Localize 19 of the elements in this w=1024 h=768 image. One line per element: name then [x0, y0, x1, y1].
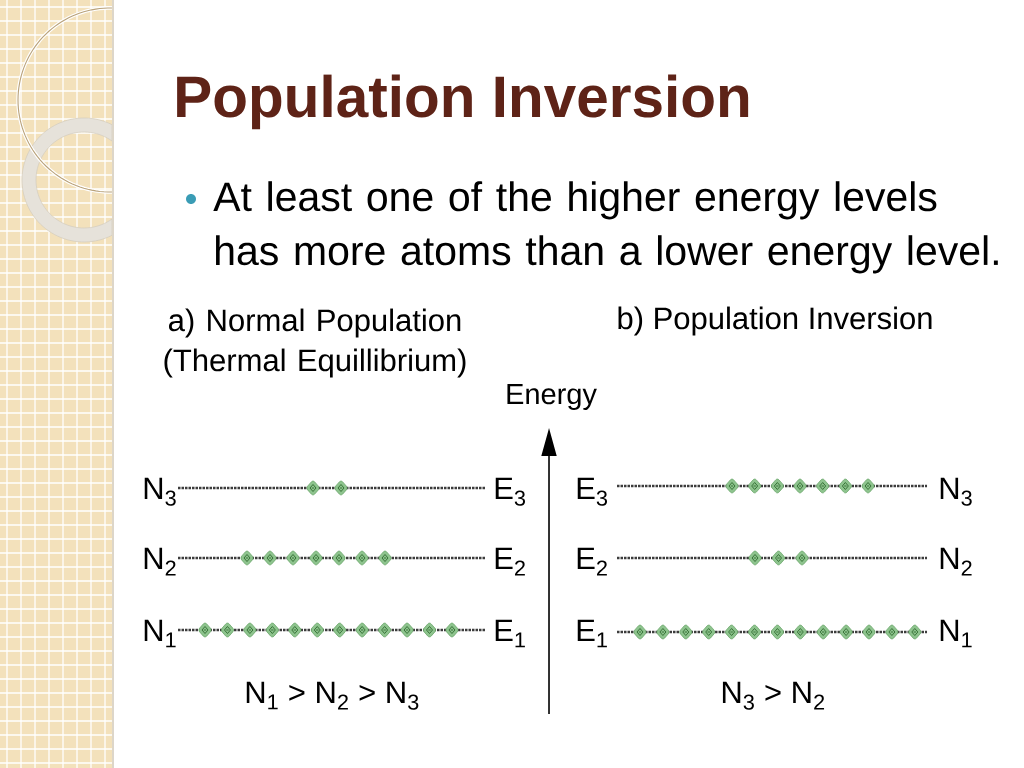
population-relation: N$_{3}$ > N$_{2}$	[722, 681, 825, 710]
population-label: N$_{2}$	[144, 547, 176, 576]
energy-label: E$_{2}$	[577, 547, 607, 576]
axis-label: Energy	[507, 384, 597, 410]
energy-label: E$_{1}$	[495, 619, 525, 648]
panel-heading: a) Normal Population (Thermal Equillibrium)	[164, 308, 466, 378]
energy-label: E$_{3}$	[495, 477, 525, 506]
population-label: N$_{3}$	[940, 477, 972, 506]
population-label: N$_{1}$	[940, 619, 972, 648]
population-label: N$_{3}$	[144, 477, 176, 506]
population-label: N$_{1}$	[144, 619, 176, 648]
energy-label: E$_{2}$	[495, 547, 525, 576]
population-label: N$_{2}$	[940, 547, 972, 576]
population-relation: N$_{1}$ > N$_{2}$ > N$_{3}$	[246, 681, 419, 710]
energy-label: E$_{3}$	[577, 477, 607, 506]
slide-title: Population Inversion	[177, 74, 749, 130]
panel-heading: b) Population Inversion	[618, 306, 932, 336]
energy-label: E$_{1}$	[577, 619, 607, 648]
bullet-text: At least one of the higher energy levels has more atoms than a lower energy level.	[213, 181, 998, 274]
